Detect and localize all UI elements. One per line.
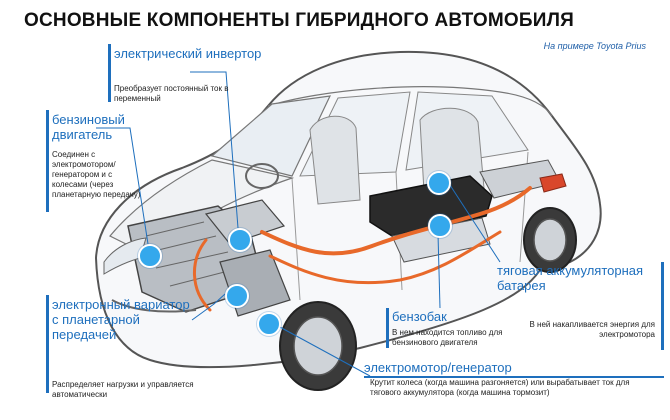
marker-fuel-tank [428, 214, 452, 238]
rear-wheel-rim [533, 218, 567, 262]
label-motor-generator: электромотор/генератор [364, 360, 512, 375]
diagram-title: ОСНОВНЫЕ КОМПОНЕНТЫ ГИБРИДНОГО АВТОМОБИЛ… [24, 10, 574, 31]
accent-bar-cvt [46, 295, 49, 393]
marker-inverter [228, 228, 252, 252]
high-voltage-cable-2 [268, 230, 502, 285]
marker-motor-generator [257, 312, 281, 336]
diagram-subtitle: На примере Toyota Prius [543, 41, 646, 51]
leader-line-cvt [191, 293, 226, 321]
label-inverter: электрический инвертор [114, 46, 262, 61]
inverter-box [204, 199, 286, 245]
front-wheel-rim [293, 316, 343, 376]
label-battery: тяговая аккумуляторная батарея [497, 263, 644, 293]
leader-line-battery [447, 181, 501, 263]
roof-line [267, 86, 553, 117]
description-battery: В ней накапливается энергия для электром… [529, 320, 655, 339]
front-seat [309, 115, 361, 205]
description-inverter: Преобразует постоянный ток в переменный [114, 84, 229, 103]
accent-bar-inverter [108, 44, 111, 102]
high-voltage-cable-3 [193, 238, 212, 312]
high-voltage-cable [260, 186, 532, 256]
accent-bar-engine [46, 110, 49, 212]
tail-light [539, 173, 567, 193]
marker-engine [138, 244, 162, 268]
description-motor-generator: Крутит колеса (когда машина разгоняется)… [370, 378, 630, 397]
accent-bar-motor-generator [364, 376, 664, 378]
description-fuel-tank: В нем находится топливо для бензинового … [392, 328, 503, 347]
leader-line-inverter [190, 71, 239, 229]
accent-bar-fuel-tank [386, 308, 389, 348]
accent-bar-battery [661, 262, 664, 350]
front-grille [111, 299, 197, 313]
leader-line-fuel-tank [437, 233, 441, 309]
description-engine: Соединен с электромотором/ генератором и… [52, 150, 141, 199]
description-cvt: Распределяет нагрузки и управляется авто… [52, 380, 194, 399]
label-cvt: электронный вариатор с планетарной перед… [52, 297, 190, 342]
leader-line-motor [277, 325, 371, 377]
windshield [210, 95, 332, 177]
marker-cvt [225, 284, 249, 308]
leader-line-engine [96, 127, 149, 245]
label-fuel-tank: бензобак [392, 309, 447, 324]
steering-wheel [245, 163, 279, 189]
label-engine: бензиновый двигатель [52, 112, 125, 142]
engine-detail [145, 221, 241, 287]
marker-battery [427, 171, 451, 195]
